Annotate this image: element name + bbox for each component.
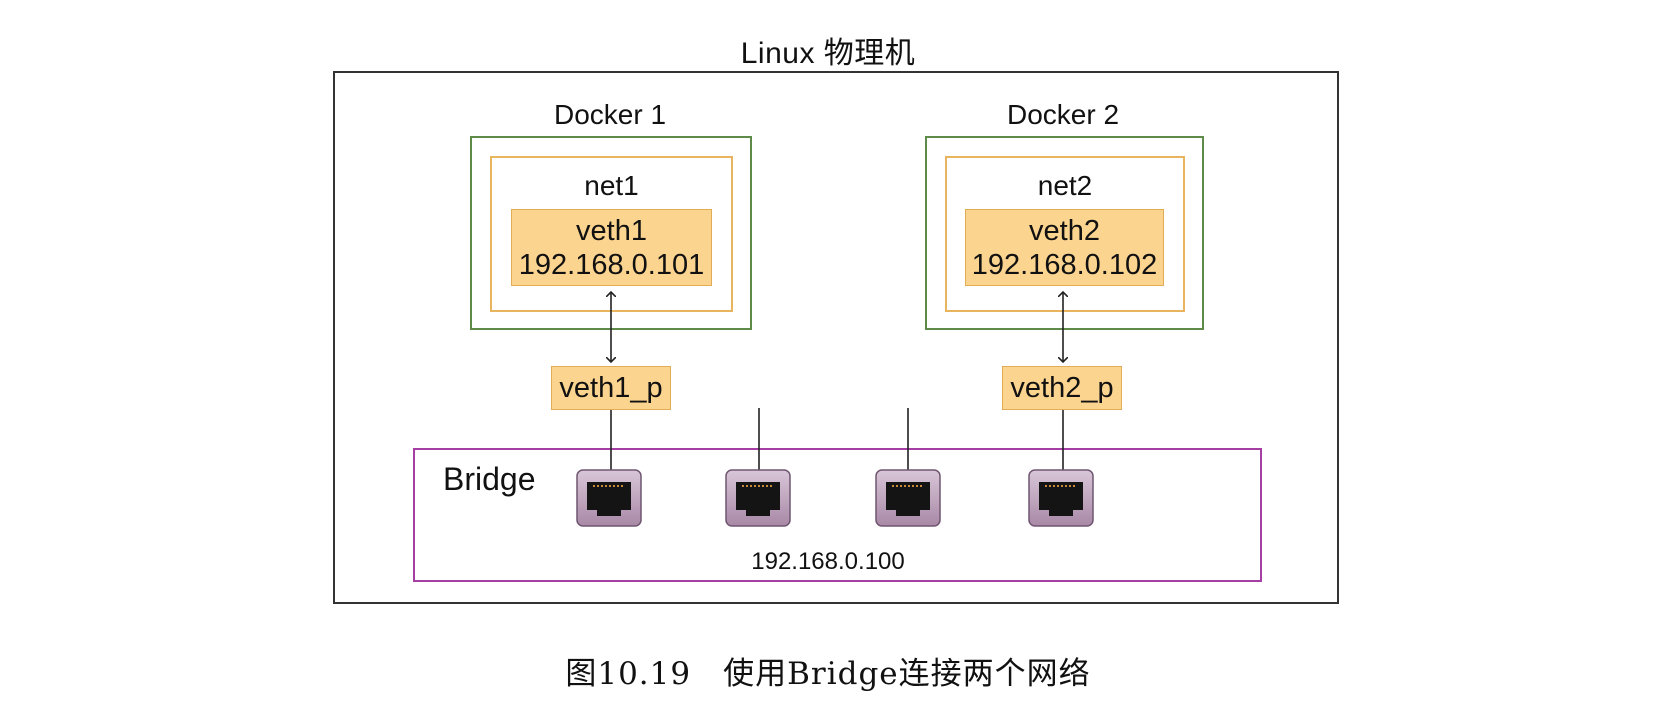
docker2-label: Docker 2 xyxy=(1006,99,1120,130)
docker1-label: Docker 1 xyxy=(553,99,667,130)
veth1-ip: 192.168.0.101 xyxy=(518,248,705,281)
veth2-ip: 192.168.0.102 xyxy=(971,248,1158,281)
veth1-name: veth1 xyxy=(576,214,647,247)
veth1-pair-interface: veth1_p xyxy=(551,366,671,410)
net1-label: net1 xyxy=(584,170,639,201)
veth2-pair-interface: veth2_p xyxy=(1002,366,1122,410)
veth1-interface: veth1 192.168.0.101 xyxy=(511,209,712,286)
veth2-pair-label: veth2_p xyxy=(1010,371,1114,404)
ethernet-port-icon xyxy=(576,469,642,527)
bridge-label: Bridge xyxy=(443,461,536,497)
figure-caption: 图10.19 使用Bridge连接两个网络 xyxy=(565,656,1091,692)
ethernet-port-icon xyxy=(725,469,791,527)
veth2-name: veth2 xyxy=(1029,214,1100,247)
bridge-box xyxy=(413,448,1262,582)
veth2-interface: veth2 192.168.0.102 xyxy=(965,209,1164,286)
host-title: Linux 物理机 xyxy=(740,37,916,70)
ethernet-port-icon xyxy=(1028,469,1094,527)
ethernet-port-icon xyxy=(875,469,941,527)
net2-label: net2 xyxy=(1037,170,1093,201)
bridge-ip: 192.168.0.100 xyxy=(751,548,905,575)
linux-host-box xyxy=(333,71,1339,604)
veth1-pair-label: veth1_p xyxy=(559,371,663,404)
